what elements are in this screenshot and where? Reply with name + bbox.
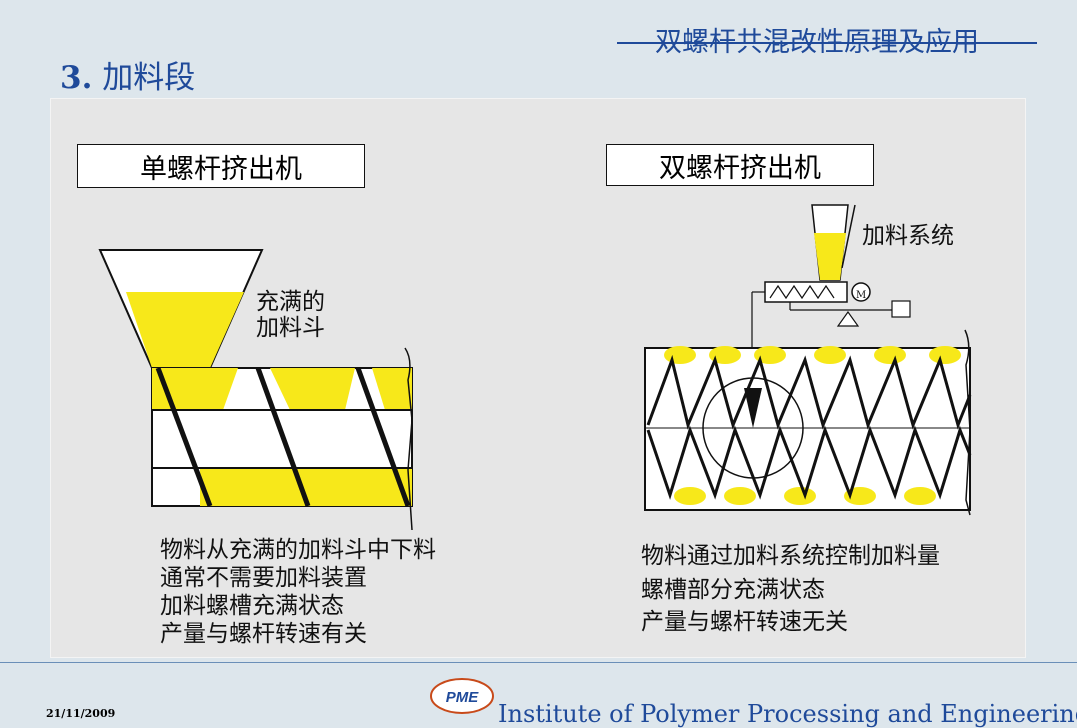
twin-screw-heading: 双螺杆挤出机 xyxy=(606,144,874,186)
header-strike-line xyxy=(617,42,1037,44)
hopper-label-2: 加料斗 xyxy=(256,315,325,341)
hopper-material xyxy=(126,292,244,368)
feeder-label: 加料系统 xyxy=(862,223,954,249)
motor-icon xyxy=(851,282,871,302)
right-note: 物料通过加料系统控制加料量 xyxy=(641,543,940,569)
footer-date: 21/11/2009 xyxy=(46,707,116,720)
section-number: 3. xyxy=(60,60,93,96)
right-note: 产量与螺杆转速无关 xyxy=(641,609,848,635)
logo-text: PME xyxy=(446,689,480,706)
section-title: 加料段 xyxy=(102,60,196,96)
hopper-label-1: 充满的 xyxy=(256,289,325,315)
motor-label: M xyxy=(856,290,867,301)
left-note: 通常不需要加料装置 xyxy=(160,565,367,591)
left-note: 加料螺槽充满状态 xyxy=(160,593,344,619)
institute-logo: PME xyxy=(430,678,494,714)
left-note: 物料从充满的加料斗中下料 xyxy=(160,537,436,563)
single-screw-heading: 单螺杆挤出机 xyxy=(77,144,365,188)
right-note: 螺槽部分充满状态 xyxy=(641,577,825,603)
feed-arrow-icon xyxy=(744,388,762,428)
institute-name: Institute of Polymer Processing and Engi… xyxy=(498,700,1077,728)
course-title: 双螺杆共混改性原理及应用 xyxy=(655,27,979,58)
slide-title: 3. 加料段 xyxy=(60,52,195,97)
left-note: 产量与螺杆转速有关 xyxy=(160,621,367,647)
footer-rule xyxy=(0,662,1077,663)
